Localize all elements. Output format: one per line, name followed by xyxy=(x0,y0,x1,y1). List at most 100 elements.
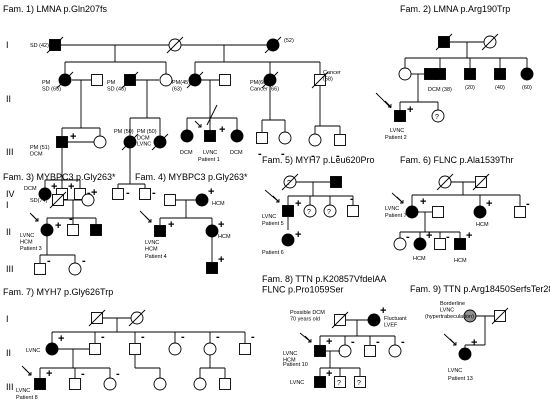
f1-iii1-label: PM (51)DCM xyxy=(30,145,50,157)
svg-text:-: - xyxy=(69,213,73,225)
f2-ii1-label: DCM (38) xyxy=(428,87,452,93)
f3-gen-II: II xyxy=(6,227,11,237)
svg-text:-: - xyxy=(181,331,185,343)
f9-patient-label: Patient 13 xyxy=(448,376,473,382)
svg-text:+: + xyxy=(168,219,174,231)
f4-i2-label: HCM xyxy=(212,201,225,207)
f4-patient-label: Patient 4 xyxy=(145,254,167,260)
svg-text:+: + xyxy=(426,230,432,242)
family-6: Fam. 6) FLNC p.Ala1539Thr + + - LVNC Pat… xyxy=(385,155,530,264)
f7-gen-II: II xyxy=(6,348,11,358)
f1-iii6-label: DCM xyxy=(230,150,243,156)
svg-text:+: + xyxy=(486,198,492,210)
family-9-title: Fam. 9) TTN p.Arg18450SerfsTer28 xyxy=(410,284,550,294)
family-5: Fam. 5) MYH7 p.Leu620Pro ? ? ? + - LVNC … xyxy=(262,155,375,256)
f1-iv1-label: DCM xyxy=(24,186,37,192)
svg-text:+: + xyxy=(466,230,472,242)
svg-text:+: + xyxy=(295,229,301,241)
svg-text:+: + xyxy=(91,187,97,199)
svg-text:+: + xyxy=(218,219,224,231)
f5-patient5-label: Patient 5 xyxy=(262,221,284,227)
svg-text:+: + xyxy=(380,305,386,317)
gen-label-I: I xyxy=(6,40,9,50)
svg-text:-: - xyxy=(351,336,355,348)
family-7: Fam. 7) MYH7 p.Gly626Trp I II III + - - … xyxy=(3,287,255,401)
f5-patient6-label: Patient 6 xyxy=(262,250,284,256)
svg-text:?: ? xyxy=(357,380,361,387)
f3-gen-III: III xyxy=(6,264,14,274)
f1-iii4-label: DCM xyxy=(180,150,193,156)
svg-text:-: - xyxy=(81,368,85,380)
svg-text:+: + xyxy=(218,254,224,266)
svg-text:-: - xyxy=(526,198,530,210)
f1-ii5-label: Cancer(58) xyxy=(323,70,341,82)
f9-ii1-label: LVNC xyxy=(448,368,462,374)
svg-text:-: - xyxy=(82,255,86,267)
f3-gen-I: I xyxy=(6,200,9,210)
svg-text:-: - xyxy=(101,331,105,343)
family-1-title: Fam. 1) LMNA p.Gln207fs xyxy=(3,4,108,14)
f4-ii2-label: HCM xyxy=(218,234,231,240)
svg-text:+: + xyxy=(471,337,477,349)
svg-text:-: - xyxy=(281,148,285,160)
f1-ii4-label: PM(60)Cancer (66) xyxy=(250,80,279,92)
svg-text:+: + xyxy=(295,198,301,210)
family-7-title: Fam. 7) MYH7 p.Gly626Trp xyxy=(3,287,113,297)
family-3: Fam. 3) MYBPC3 p.Gly263* I II III SD(74)… xyxy=(3,172,116,276)
family-2-title: Fam. 2) LMNA p.Arg190Trp xyxy=(400,4,510,14)
f6-ii2-label: HCM xyxy=(476,222,489,228)
family-4-title: Fam. 4) MYBPC3 p.Gly263* xyxy=(135,172,248,182)
svg-text:+: + xyxy=(407,104,413,116)
svg-text:?: ? xyxy=(337,380,341,387)
svg-text:-: - xyxy=(401,336,405,348)
f2-ii3-label: (40) xyxy=(495,85,505,91)
svg-text:+: + xyxy=(68,181,74,193)
svg-text:+: + xyxy=(326,336,332,348)
family-5-title: Fam. 5) MYH7 p.Leu620Pro xyxy=(262,155,375,165)
svg-text:+: + xyxy=(326,368,332,380)
family-3-title: Fam. 3) MYBPC3 p.Gly263* xyxy=(3,172,116,182)
svg-text:-: - xyxy=(376,336,380,348)
f1-i1-label: SD (42) xyxy=(30,43,49,49)
gen-label-IV: IV xyxy=(6,189,15,199)
f6-ii1-label: LVNC xyxy=(385,206,399,212)
gen-label-III: III xyxy=(6,147,14,157)
svg-text:-: - xyxy=(152,187,156,199)
svg-text:-: - xyxy=(350,193,354,205)
svg-text:+: + xyxy=(51,181,57,193)
f8-patient-label: Patient 10 xyxy=(283,362,308,368)
f9-i1b-label: (hypertrabeculation) xyxy=(425,314,474,320)
f8-iii1-label: LVNC xyxy=(290,380,304,386)
f7-patient-label: Patient 8 xyxy=(16,395,38,401)
f7-iii1-label: LVNC xyxy=(16,388,30,394)
f7-gen-III: III xyxy=(6,382,14,392)
svg-text:+: + xyxy=(55,220,61,232)
f5-ii1-label: LVNC xyxy=(262,214,276,220)
family-1: Fam. 1) LMNA p.Gln207fs I II III IV SD (… xyxy=(3,4,346,201)
svg-text:+: + xyxy=(219,124,225,136)
svg-text:-: - xyxy=(406,231,410,243)
f1-iii2-label: PM (50) xyxy=(114,129,134,135)
svg-text:-: - xyxy=(216,331,220,343)
f2-ii4-label: (60) xyxy=(522,85,532,91)
svg-text:?: ? xyxy=(287,180,291,187)
svg-text:-: - xyxy=(126,187,130,199)
f6-iii1-label: HCM xyxy=(413,256,426,262)
f2-iii1-label: LVNC xyxy=(390,128,404,134)
f3-patient-label: Patient 3 xyxy=(20,246,42,252)
gen-label-II: II xyxy=(6,94,11,104)
f7-gen-I: I xyxy=(6,314,9,324)
svg-text:-: - xyxy=(446,231,450,243)
